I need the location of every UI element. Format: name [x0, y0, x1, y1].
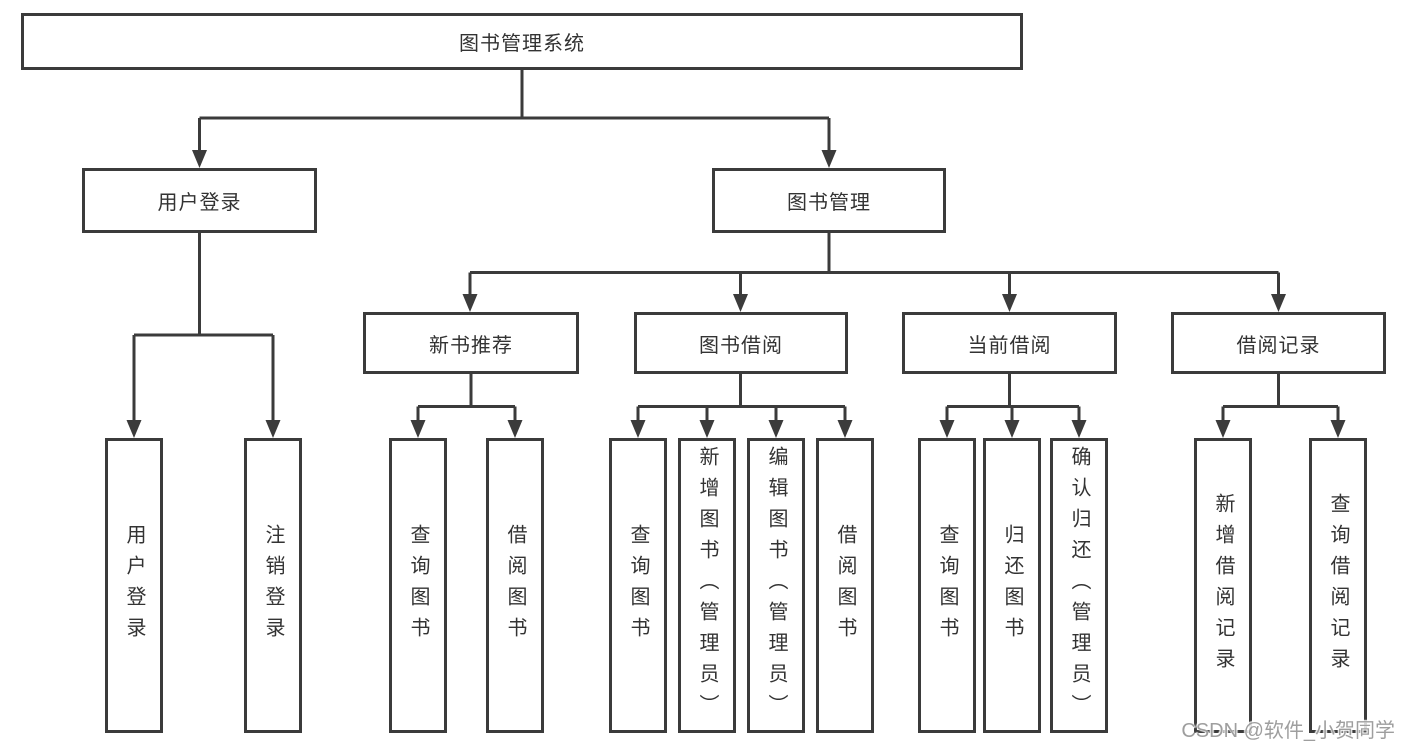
- node-root-label: 图书管理系统: [459, 33, 585, 55]
- leaf-add-books-admin: 新增图书（管理员）: [678, 438, 736, 733]
- leaf-confirm-return-admin-label: 确认归还（管理员）: [1068, 446, 1090, 725]
- leaf-recommend-query-books-label: 查询图书: [407, 523, 429, 648]
- csdn-watermark: CSDN @软件_小贺同学: [1181, 720, 1395, 742]
- arrowheads: [126, 150, 1346, 438]
- leaf-recommend-borrow-books: 借阅图书: [486, 438, 544, 733]
- leaf-borrow-books: 借阅图书: [816, 438, 874, 733]
- node-user-login-label: 用户登录: [157, 192, 242, 214]
- leaf-add-borrow-record: 新增借阅记录: [1194, 438, 1252, 733]
- node-user-login: 用户登录: [82, 168, 317, 233]
- leaf-query-borrow-record: 查询借阅记录: [1309, 438, 1367, 733]
- leaf-edit-books-admin-label: 编辑图书（管理员）: [765, 446, 787, 725]
- node-current-borrow-label: 当前借阅: [967, 334, 1052, 357]
- node-new-book-recommend-label: 新书推荐: [429, 334, 513, 357]
- leaf-return-books: 归还图书: [983, 438, 1041, 733]
- leaf-recommend-borrow-books-label: 借阅图书: [504, 523, 526, 648]
- node-book-borrow-label: 图书借阅: [699, 334, 783, 357]
- node-new-book-recommend: 新书推荐: [363, 312, 579, 374]
- leaf-logout-label: 注销登录: [262, 523, 284, 648]
- leaf-return-books-label: 归还图书: [1001, 523, 1023, 648]
- leaf-add-books-admin-label: 新增图书（管理员）: [696, 446, 718, 725]
- leaf-confirm-return-admin: 确认归还（管理员）: [1050, 438, 1108, 733]
- node-book-borrow: 图书借阅: [634, 312, 848, 374]
- leaf-add-borrow-record-label: 新增借阅记录: [1212, 492, 1234, 679]
- leaf-borrow-books-label: 借阅图书: [834, 523, 856, 648]
- leaf-user-login-label: 用户登录: [123, 523, 145, 648]
- node-borrow-records: 借阅记录: [1171, 312, 1386, 374]
- leaf-user-login: 用户登录: [105, 438, 163, 733]
- node-book-management-label: 图书管理: [787, 192, 871, 214]
- leaf-current-query-books: 查询图书: [918, 438, 976, 733]
- leaf-logout: 注销登录: [244, 438, 302, 733]
- leaf-borrow-query-books: 查询图书: [609, 438, 667, 733]
- leaf-borrow-query-books-label: 查询图书: [627, 523, 649, 648]
- leaf-edit-books-admin: 编辑图书（管理员）: [747, 438, 805, 733]
- node-book-management: 图书管理: [712, 168, 946, 233]
- node-root: 图书管理系统: [21, 13, 1023, 70]
- node-current-borrow: 当前借阅: [902, 312, 1117, 374]
- node-borrow-records-label: 借阅记录: [1236, 334, 1321, 357]
- leaf-recommend-query-books: 查询图书: [389, 438, 447, 733]
- leaf-current-query-books-label: 查询图书: [936, 523, 958, 648]
- leaf-query-borrow-record-label: 查询借阅记录: [1327, 492, 1349, 679]
